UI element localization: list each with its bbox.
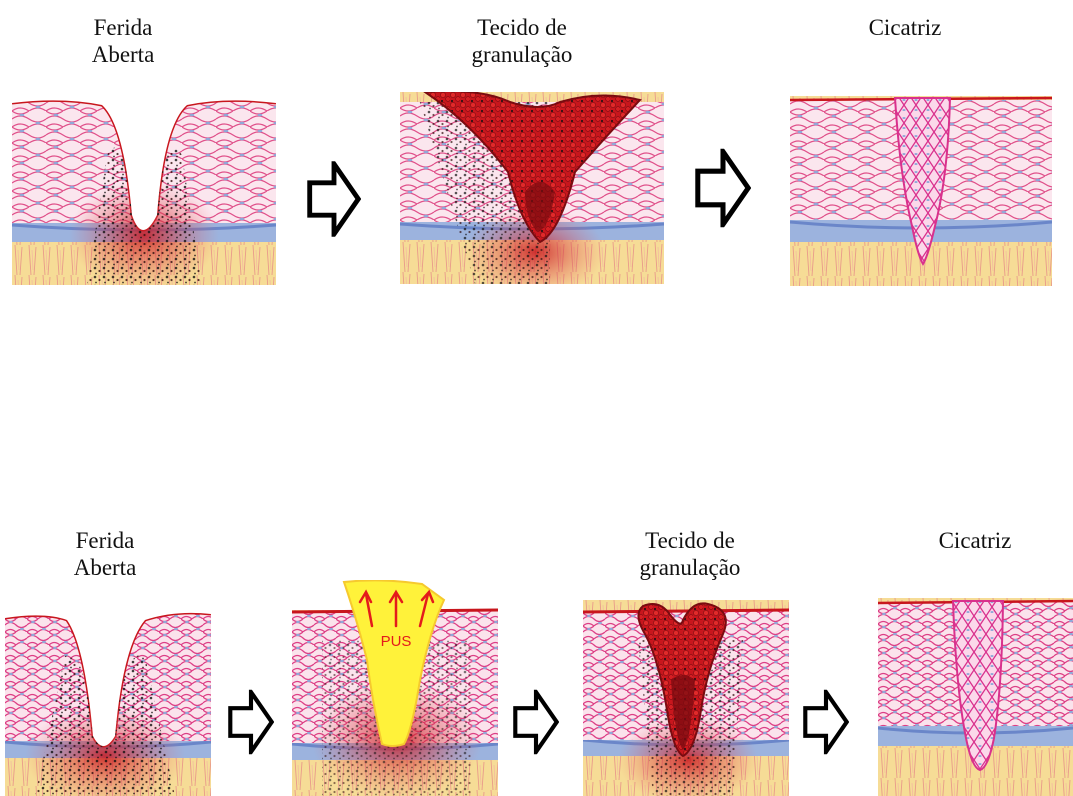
right-arrow-icon	[307, 158, 361, 240]
scar-illustration	[790, 96, 1052, 286]
right-arrow-icon	[695, 143, 751, 233]
caption-granulation-row1: Tecido de granulação	[452, 14, 592, 68]
pus-label: PUS	[381, 633, 412, 650]
pus-wound-illustration: PUS	[292, 580, 498, 796]
caption-line: Ferida	[60, 527, 150, 554]
caption-line: granulação	[620, 554, 760, 581]
scar-illustration	[878, 598, 1073, 796]
caption-line: Ferida	[78, 14, 168, 41]
caption-line: granulação	[452, 41, 592, 68]
granulation-tissue-illustration	[400, 92, 664, 284]
caption-line: Cicatriz	[850, 14, 960, 41]
caption-line: Cicatriz	[920, 527, 1030, 554]
right-arrow-icon	[513, 676, 559, 768]
caption-line: Aberta	[60, 554, 150, 581]
right-arrow-icon	[803, 676, 849, 768]
granulation-tissue-illustration	[583, 600, 789, 796]
caption-scar-row2: Cicatriz	[920, 527, 1030, 554]
open-wound-illustration	[5, 606, 211, 796]
caption-line: Tecido de	[620, 527, 760, 554]
caption-granulation-row2: Tecido de granulação	[620, 527, 760, 581]
right-arrow-icon	[228, 676, 274, 768]
open-wound-illustration	[12, 95, 276, 285]
caption-open-wound-row1: Ferida Aberta	[78, 14, 168, 68]
caption-scar-row1: Cicatriz	[850, 14, 960, 41]
caption-line: Aberta	[78, 41, 168, 68]
caption-line: Tecido de	[452, 14, 592, 41]
caption-open-wound-row2: Ferida Aberta	[60, 527, 150, 581]
